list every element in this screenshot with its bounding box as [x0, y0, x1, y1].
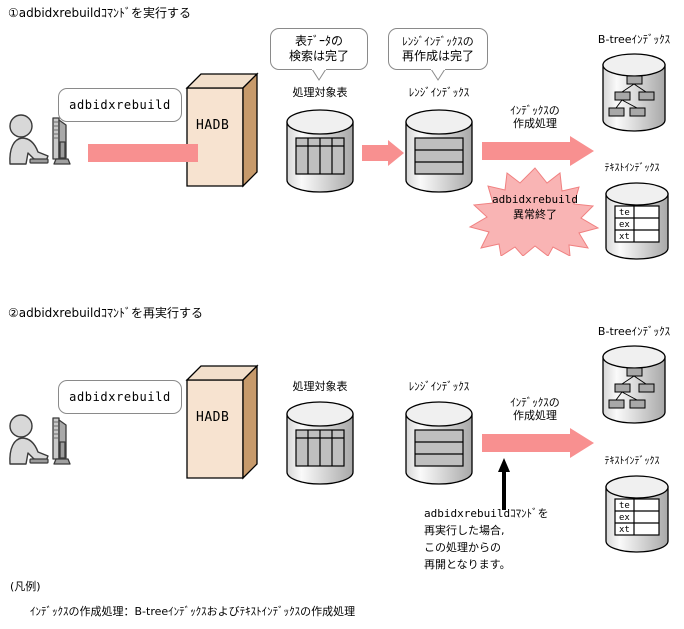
- burst-line-1: adbidxrebuild: [491, 193, 579, 206]
- label-target-table-1: 処理対象表: [292, 86, 348, 99]
- resume-annotation: adbidxrebuildｺﾏﾝﾄﾞを 再実行した場合, この処理からの 再開と…: [424, 505, 549, 573]
- arrow-label-index-create-2: ｲﾝﾃﾞｯｸｽの 作成処理: [492, 396, 578, 422]
- label-btree-index-1: B-treeｲﾝﾃﾞｯｸｽ: [597, 33, 671, 46]
- burst-line-2: 異常終了: [513, 208, 557, 221]
- cylinder-btree-index-2: [600, 344, 668, 426]
- arrow-label-line-2: 作成処理: [513, 409, 557, 422]
- arrow-index-creation-2: [482, 428, 594, 462]
- callout-line-2: 検索は完了: [288, 49, 349, 63]
- label-text-index-2: ﾃｷｽﾄｲﾝﾃﾞｯｸｽ: [604, 456, 660, 467]
- legend-heading: (凡例): [10, 580, 41, 593]
- section-2-title: ②adbidxrebuildｺﾏﾝﾄﾞを再実行する: [8, 306, 203, 320]
- legend-entry: ｲﾝﾃﾞｯｸｽの作成処理：B-treeｲﾝﾃﾞｯｸｽおよびﾃｷｽﾄｲﾝﾃﾞｯｸｽ…: [30, 605, 356, 618]
- callout-line-1: ﾚﾝｼﾞｲﾝﾃﾞｯｸｽの: [402, 35, 474, 48]
- cylinder-target-table-1: [283, 108, 357, 194]
- text-index-row-0: te: [619, 501, 630, 511]
- annotation-line-0: adbidxrebuildｺﾏﾝﾄﾞを: [424, 507, 549, 520]
- callout-table-search-complete: 表ﾃﾞｰﾀの 検索は完了: [270, 28, 368, 70]
- cylinder-range-index-1: [402, 108, 476, 194]
- text-index-row-1: ex: [619, 513, 630, 523]
- label-target-table-2: 処理対象表: [292, 380, 348, 393]
- text-index-row-0: te: [619, 208, 630, 218]
- arrow-label-line-1: ｲﾝﾃﾞｯｸｽの: [510, 104, 560, 117]
- callout-range-rebuilt: ﾚﾝｼﾞｲﾝﾃﾞｯｸｽの 再作成は完了: [388, 28, 488, 70]
- text-index-row-2: xt: [619, 525, 630, 535]
- hadb-box-2: HADB: [185, 362, 261, 482]
- cylinder-target-table-2: [283, 400, 357, 486]
- hadb-label-1: HADB: [196, 118, 230, 133]
- arrow-user-to-hadb-1: [88, 140, 198, 166]
- text-index-row-1: ex: [619, 220, 630, 230]
- text-index-row-2: xt: [619, 232, 630, 242]
- callout-tail-range: [430, 69, 446, 81]
- label-btree-index-2: B-treeｲﾝﾃﾞｯｸｽ: [597, 325, 671, 338]
- cylinder-range-index-2: [402, 400, 476, 486]
- callout-tail-table: [311, 69, 327, 81]
- cylinder-text-index-2: te ex xt: [603, 475, 671, 555]
- cylinder-text-index-1: te ex xt: [603, 182, 671, 262]
- cylinder-btree-index-1: [600, 52, 668, 134]
- arrow-index-creation-1: [482, 136, 594, 170]
- hadb-label-2: HADB: [196, 410, 230, 425]
- arrow-label-line-1: ｲﾝﾃﾞｯｸｽの: [510, 396, 560, 409]
- user-at-terminal-icon-2: [6, 412, 76, 474]
- label-range-index-1: ﾚﾝｼﾞｲﾝﾃﾞｯｸｽ: [408, 86, 470, 99]
- label-text-index-1: ﾃｷｽﾄｲﾝﾃﾞｯｸｽ: [604, 163, 660, 174]
- label-range-index-2: ﾚﾝｼﾞｲﾝﾃﾞｯｸｽ: [408, 380, 470, 393]
- annotation-line-2: この処理からの: [424, 541, 501, 554]
- annotation-line-1: 再実行した場合,: [424, 524, 505, 537]
- arrow-label-line-2: 作成処理: [513, 117, 557, 130]
- callout-line-2: 再作成は完了: [401, 49, 474, 63]
- arrow-label-index-create-1: ｲﾝﾃﾞｯｸｽの 作成処理: [492, 104, 578, 130]
- callout-line-1: 表ﾃﾞｰﾀの: [294, 34, 343, 48]
- annotation-line-3: 再開となります。: [424, 558, 511, 571]
- section-1-title: ①adbidxrebuildｺﾏﾝﾄﾞを実行する: [8, 6, 191, 20]
- user-at-terminal-icon: [6, 112, 76, 174]
- burst-text: adbidxrebuild 異常終了: [461, 192, 609, 222]
- hadb-box-1: HADB: [185, 70, 261, 190]
- resume-point-arrow: [496, 458, 512, 510]
- arrow-table-to-range-1: [362, 140, 404, 166]
- command-bubble-1: adbidxrebuild: [58, 88, 182, 122]
- command-bubble-2: adbidxrebuild: [58, 380, 182, 414]
- abnormal-termination-burst: adbidxrebuild 異常終了: [461, 166, 609, 256]
